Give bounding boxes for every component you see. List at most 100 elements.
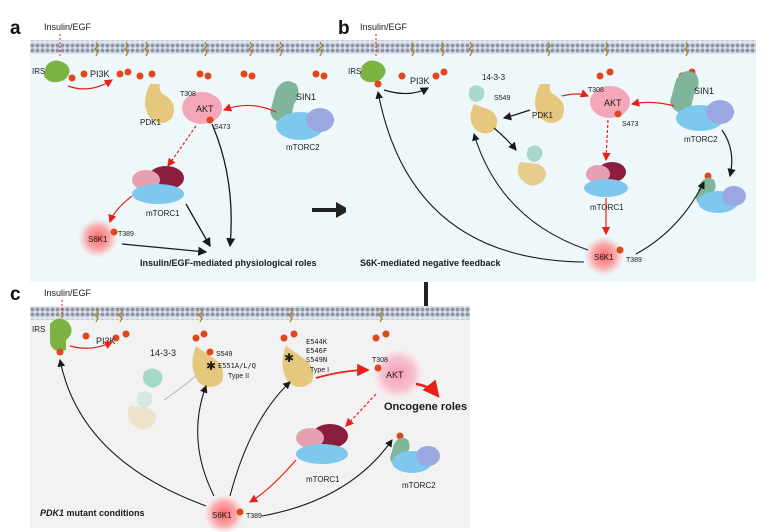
- akt-to-oncogene-arrow-c: [415, 379, 440, 398]
- type1-mutation-1-c: E544K: [306, 338, 328, 346]
- akt-s473-p-a: [206, 116, 214, 124]
- mtorc1-label-c: mTORC1: [306, 475, 340, 484]
- s6k1-to-roles-arrow-a: [121, 243, 208, 256]
- p1433-label-b: 14-3-3: [482, 73, 506, 82]
- release-arrow-b: [493, 127, 517, 151]
- s6k1-glow-b: [584, 236, 624, 276]
- akt-t308-p-c: [374, 364, 382, 372]
- sin1-label-a: SIN1: [296, 92, 316, 102]
- panel-c: c Insulin/EGF IRS PI3K 14-3-3 S549 ✱ E55…: [10, 284, 470, 532]
- s6k1-to-mtorc2-feedback-b: [635, 181, 705, 255]
- sin1-label-b: SIN1: [694, 86, 714, 96]
- faded-arrow-c: [163, 375, 197, 401]
- irs-to-pi3k-arrow-a: [67, 79, 114, 90]
- panel-b: b Insulin/EGF IRS PI3K 14-3-3 S549 PDK1: [338, 18, 756, 282]
- mtorc1-pink-b: [586, 165, 610, 183]
- mtorc1-blue-b: [584, 179, 628, 197]
- akt-label-c: AKT: [386, 370, 404, 380]
- mtorc1-to-roles-arrow-a: [185, 203, 211, 248]
- pi3k-label-b: PI3K: [410, 76, 430, 86]
- pdk1-s549-p-c: [206, 348, 214, 356]
- panel-letter-c: c: [10, 284, 21, 305]
- s6k1-p-a: [110, 228, 118, 236]
- mtorc1-label-b: mTORC1: [590, 203, 624, 212]
- caption-b: S6K-mediated negative feedback: [360, 258, 502, 268]
- s6k1-to-irs-feedback-b: [375, 90, 585, 263]
- cell-body-c: [30, 306, 470, 528]
- caption-a: Insulin/EGF-mediated physiological roles: [140, 258, 317, 268]
- akt-s473-p-b: [614, 110, 622, 118]
- s6k1-label-a: S6K1: [88, 235, 108, 244]
- p1433-protein-b: [468, 85, 485, 102]
- faded-dimer-c: [127, 406, 156, 430]
- irs-to-pi3k-arrow-b: [383, 87, 430, 96]
- mtorc1-pink-c: [296, 428, 324, 448]
- mtorc2-lower-sub-b: [722, 186, 746, 206]
- p1433-protein-c: [143, 368, 163, 388]
- pdk1-bound-b: [470, 104, 498, 134]
- pdk1-to-akt-arrow-c: [315, 363, 370, 379]
- irs-p-site-b: [374, 80, 382, 88]
- t308-label-b: T308: [588, 87, 604, 94]
- p1433-dimer-b: [526, 145, 543, 162]
- pdk1-release-arrow-b: [502, 109, 531, 121]
- irs-protein-b: [360, 60, 386, 83]
- pdk1-protein-a: [145, 84, 174, 123]
- s549-label-c: S549: [216, 351, 232, 358]
- p1433-label-c: 14-3-3: [150, 348, 176, 358]
- pdk1-to-akt-arrow-b: [561, 89, 590, 98]
- pdk1-label-b: PDK1: [532, 111, 553, 120]
- type1-mutation-3-c: S549N: [306, 356, 327, 364]
- mtorc2-subunit-c: [416, 446, 440, 466]
- akt-protein-a: [182, 92, 222, 124]
- t308-label-c: T308: [372, 357, 388, 364]
- irs-to-pi3k-arrow-c: [69, 341, 114, 349]
- receptors-a: [94, 41, 323, 57]
- akt-label-a: AKT: [196, 104, 214, 114]
- s6k1-to-pdk1-feedback-b: [472, 132, 589, 251]
- type1-mutation-2-c: E546F: [306, 347, 327, 355]
- stimulus-label-b: Insulin/EGF: [360, 22, 408, 32]
- caption-c-gene: PDK1: [40, 508, 64, 518]
- mtorc2-down-arrow-b: [721, 129, 736, 178]
- s6k1-to-irs-feedback-c: [57, 358, 207, 507]
- t389-label-b: T389: [626, 257, 642, 264]
- receptors-c: [94, 307, 383, 323]
- mtorc1-blue-a: [132, 184, 184, 204]
- irs-label-b: IRS: [348, 67, 361, 76]
- panel-letter-a: a: [10, 18, 21, 39]
- mtorc1-blue-c: [296, 444, 348, 464]
- receptors-b: [410, 41, 689, 57]
- mtorc2-to-akt-arrow-b: [630, 98, 675, 107]
- akt-to-mtorc1-arrow-a: [167, 125, 197, 167]
- s549-label-b: S549: [494, 95, 510, 102]
- pi3k-p-site-a: [80, 70, 88, 78]
- irs-label-a: IRS: [32, 67, 45, 76]
- s473-label-b: S473: [622, 121, 638, 128]
- mtorc2-subunit-b: [706, 100, 734, 124]
- irs-p-site-a: [68, 74, 76, 82]
- s6k1-p-c: [236, 508, 244, 516]
- mtorc2-label-a: mTORC2: [286, 143, 320, 152]
- cell-body-a: [30, 40, 348, 282]
- mutation-star-type2-c: ✱: [206, 359, 216, 373]
- stimulus-label-c: Insulin/EGF: [44, 288, 92, 298]
- t308-label-a: T308: [180, 91, 196, 98]
- irs-protein-a: [44, 60, 70, 83]
- mtorc2-label-c: mTORC2: [402, 481, 436, 490]
- faded-p1433-c: [136, 391, 153, 408]
- pdk1-type1-c: [282, 346, 314, 387]
- p1433-pdk1-dimer-b: [517, 162, 546, 186]
- s6k1-label-c: S6K1: [212, 511, 232, 520]
- panel-transition-arrowhead-ab: [336, 202, 350, 218]
- oncogene-label-c: Oncogene roles: [384, 401, 467, 413]
- mtorc1-label-a: mTORC1: [146, 209, 180, 218]
- mtorc2-p-c: [396, 432, 404, 440]
- s6k1-glow-c: [204, 494, 244, 532]
- mtorc1-to-s6k1-arrow-c: [248, 459, 297, 503]
- type2-label-c: Type II: [228, 373, 249, 380]
- akt-label-b: AKT: [604, 98, 622, 108]
- type2-mutation-c: E551A/L/Q: [218, 362, 256, 370]
- s6k1-to-type2-feedback-c: [197, 384, 215, 497]
